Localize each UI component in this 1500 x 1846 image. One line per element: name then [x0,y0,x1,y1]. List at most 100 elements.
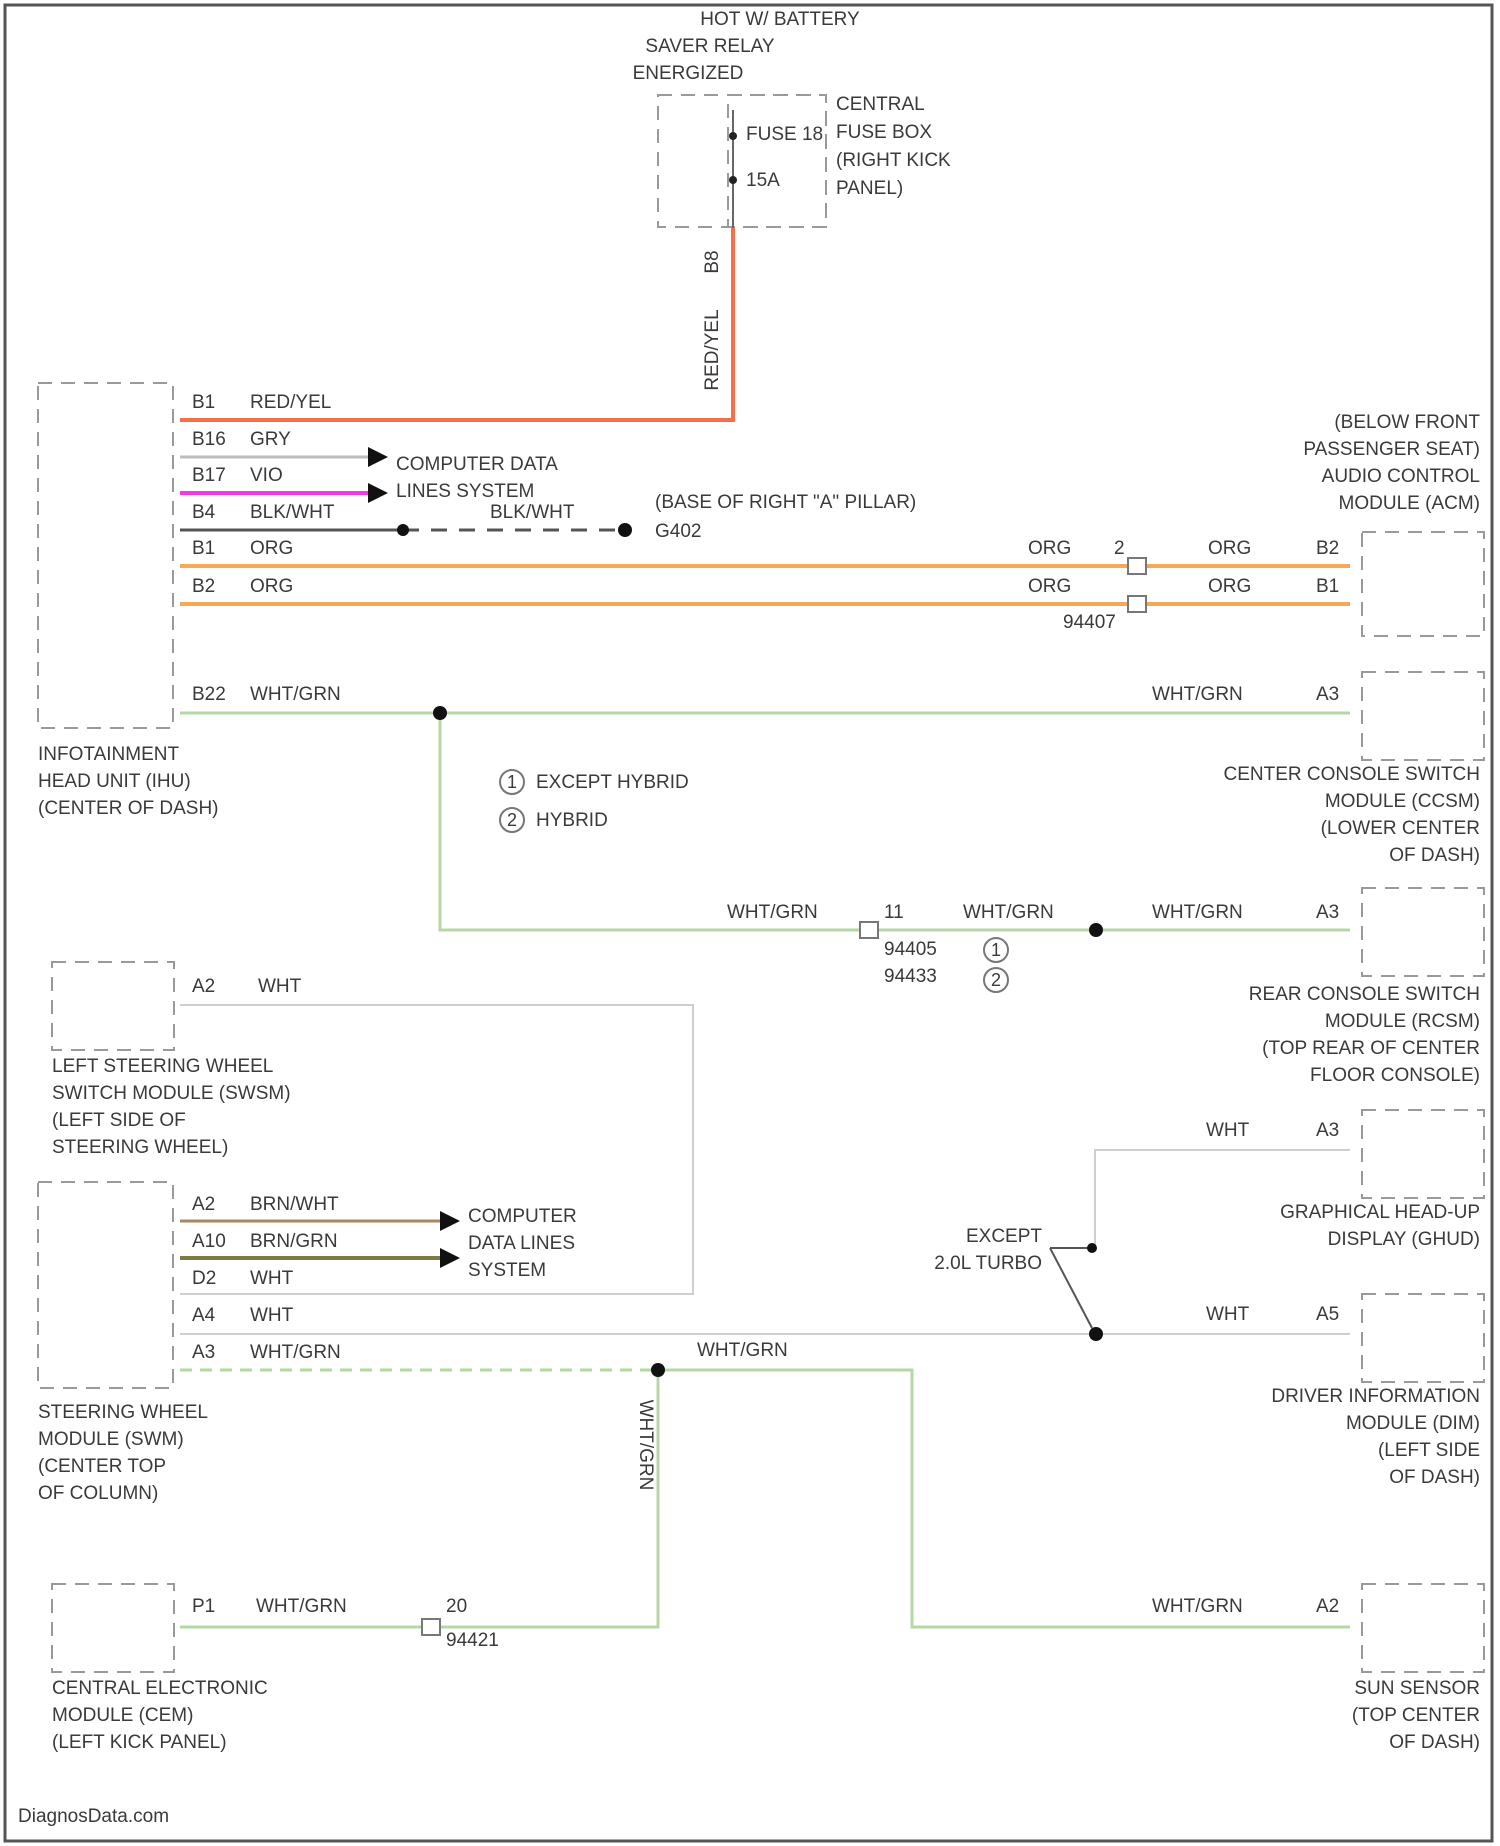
ihu-pin-org2: B2 [192,576,215,597]
head-unit-name-line3: (CENTER OF DASH) [38,798,219,819]
data-lines-arrow-1b [368,483,388,503]
lswm-name-line1: LEFT STEERING WHEEL [52,1056,273,1077]
dim-name-line3: (LEFT SIDE [1378,1440,1480,1461]
legend: 1 EXCEPT HYBRID 2 HYBRID [500,770,689,832]
acm-box [1362,532,1484,636]
org-run-pin: 2 [1114,538,1125,559]
lswm-name-line4: STEERING WHEEL) [52,1137,228,1158]
splice-wire-vertical-label: WHT/GRN [635,1400,656,1491]
swm-wire-brngrn: BRN/GRN [250,1231,338,1252]
ihu-wire-org2: ORG [250,576,293,597]
sun-sensor-box [1362,1584,1484,1672]
cem-box [52,1584,174,1672]
lswm-name-line3: (LEFT SIDE OF [52,1110,186,1131]
org-run-connector: 94407 [1063,612,1116,633]
rcsm-name-line1: REAR CONSOLE SWITCH [1249,984,1480,1005]
lswm-name-line2: SWITCH MODULE (SWSM) [52,1083,291,1104]
legend-text-2: HYBRID [536,810,608,831]
splice-rcsm [1089,923,1103,937]
swm-pin-d2: D2 [192,1268,216,1289]
swm-wire-whtgrn: WHT/GRN [250,1342,341,1363]
ground-point-icon [618,523,632,537]
acm-name-line1: (BELOW FRONT [1334,412,1480,433]
ccsm-name-line2: MODULE (CCSM) [1325,791,1480,812]
swm-name-line3: (CENTER TOP [38,1456,166,1477]
rcsm-name-line4: FLOOR CONSOLE) [1310,1065,1480,1086]
fuse-terminal-bottom [729,176,737,184]
rcsm-run-connector-2: 94433 [884,966,937,987]
relay-pin-label: B8 [702,250,723,273]
dim-box [1362,1294,1484,1382]
rcsm-name-line3: (TOP REAR OF CENTER [1262,1038,1480,1059]
ihu-pin-b22: B22 [192,684,226,705]
rear-console-switch-module: WHT/GRN A3 REAR CONSOLE SWITCH MODULE (R… [1152,888,1484,1086]
option-switch-arm [1050,1248,1092,1328]
acm-pin-b1: B1 [1316,576,1339,597]
fuse-box-inner [728,95,826,227]
splice-ccsm [433,706,447,720]
dim-name-line1: DRIVER INFORMATION [1271,1386,1480,1407]
infotainment-head-unit: B1 RED/YEL B16 GRY B17 VIO B4 BLK/WHT B1… [38,383,341,819]
lswm-box [52,962,174,1050]
ihu-wire-redyel: RED/YEL [250,392,331,413]
fuse-rating: 15A [746,170,780,191]
connector-94421 [422,1619,440,1635]
org-run-wire-3: ORG [1028,576,1071,597]
swm-box [38,1182,173,1388]
option-label-line2: 2.0L TURBO [934,1253,1042,1274]
org-run-wire-1: ORG [1028,538,1071,559]
sun-sensor: WHT/GRN A2 SUN SENSOR (TOP CENTER OF DAS… [1152,1584,1484,1753]
lswm-wire: WHT [258,976,302,997]
ground-wire-label: BLK/WHT [490,502,575,523]
ccsm-pin: A3 [1316,684,1339,705]
head-unit-name-line1: INFOTAINMENT [38,744,179,765]
relay-title-line1: HOT W/ BATTERY [700,9,860,30]
diagram-frame [5,5,1492,1841]
graphical-head-up-display: WHT A3 GRAPHICAL HEAD-UP DISPLAY (GHUD) [1206,1110,1484,1250]
swm-wire-brnwht: BRN/WHT [250,1194,339,1215]
central-electronic-module: P1 WHT/GRN 20 94421 CENTRAL ELECTRONIC M… [52,1584,499,1753]
legend-mark-2: 2 [507,810,517,830]
relay-title-line3: ENERGIZED [633,63,744,84]
rcsm-run-mark-1: 1 [991,940,1001,960]
acm-name-line3: AUDIO CONTROL [1322,466,1480,487]
ihu-wire-gry: GRY [250,429,291,450]
cem-run-pin: 20 [446,1596,467,1617]
swm-pin-a3: A3 [192,1342,215,1363]
rcsm-run-mark-2: 2 [991,970,1001,990]
cem-name-line3: (LEFT KICK PANEL) [52,1732,227,1753]
rcsm-name-line2: MODULE (RCSM) [1325,1011,1480,1032]
wire-wht-grn-cem [180,1370,658,1627]
fuse-box-line3: (RIGHT KICK [836,150,951,171]
dim-name-line4: OF DASH) [1389,1467,1480,1488]
connector-94407-pin [1128,596,1146,612]
rcsm-run-pin: 11 [884,902,904,923]
wire-wht-grn-sun [658,1370,1350,1627]
ghud-box [1362,1110,1484,1198]
swm-name-line4: OF COLUMN) [38,1483,158,1504]
watermark: DiagnosData.com [18,1806,169,1827]
ground-id: G402 [655,521,701,542]
ihu-pin-b1-redyel: B1 [192,392,215,413]
fuse-box-line1: CENTRAL [836,94,925,115]
data-lines-arrow-1a [368,447,388,467]
dim-pin: A5 [1316,1304,1339,1325]
ccsm-box [1362,672,1484,760]
ghud-name-line1: GRAPHICAL HEAD-UP [1280,1202,1480,1223]
ihu-wire-blkwht: BLK/WHT [250,502,335,523]
data-lines-label-2-line1: COMPUTER [468,1206,577,1227]
ground-splice [397,524,409,536]
head-unit-name-line2: HEAD UNIT (IHU) [38,771,191,792]
ihu-pin-org1: B1 [192,538,215,559]
fuse-label: FUSE 18 [746,124,823,145]
rcsm-run-connector-1: 94405 [884,939,937,960]
swm-name-line1: STEERING WHEEL [38,1402,208,1423]
connector-94405 [860,922,878,938]
driver-information-module: WHT A5 DRIVER INFORMATION MODULE (DIM) (… [1206,1294,1484,1488]
rcsm-run-wire-1: WHT/GRN [727,902,818,923]
steering-wheel-module: A2 BRN/WHT A10 BRN/GRN D2 WHT A4 WHT A3 … [38,1182,341,1504]
data-lines-label-2-line2: DATA LINES [468,1233,575,1254]
ihu-pin-b4: B4 [192,502,216,523]
sun-name-line2: (TOP CENTER [1352,1705,1480,1726]
